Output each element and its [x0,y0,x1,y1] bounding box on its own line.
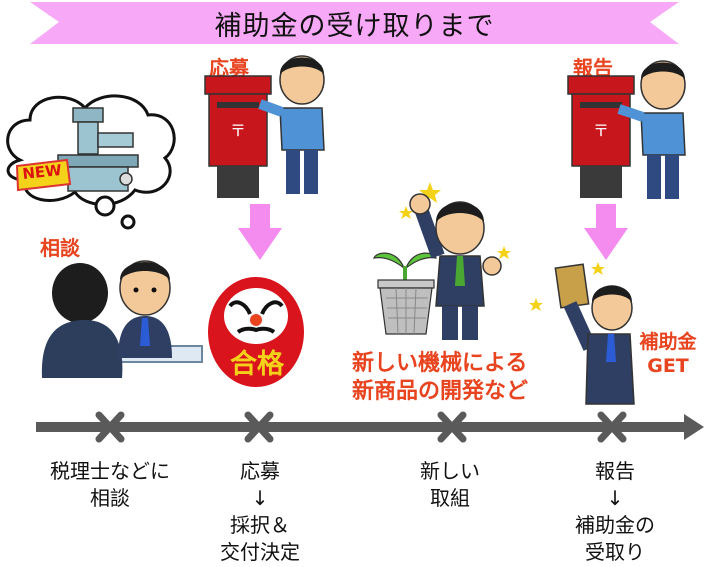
postbox-apply-icon: 〒 [204,75,272,198]
person-posting-apply-icon [258,55,325,194]
excited-businessman-icon [399,182,511,340]
machine-tool-icon [57,107,139,192]
milestone-marker-3 [437,411,467,443]
arrow-down-report-icon [584,204,628,260]
postbox-report-icon: 〒 [567,75,635,198]
consult-label: 相談 [40,236,80,260]
subsidy-get-line1: 補助金 [639,331,697,353]
person-posting-report-icon [617,60,686,199]
daruma-icon [208,277,304,387]
new-badge-icon [15,158,72,192]
consultation-people-icon [41,260,203,378]
sprout-pot-icon [373,252,437,335]
step-1-label: 税理士などに相談 [50,459,170,510]
page-title: 補助金の受け取りまで [214,11,495,42]
svg-text:〒: 〒 [230,121,246,140]
activity-caption-line2: 新商品の開発など [352,379,529,404]
svg-text:〒: 〒 [593,121,609,140]
timeline-arrow [36,414,704,440]
businessman-with-envelope-icon [529,262,635,405]
step-4-label: 報告↓補助金の受取り [575,459,655,564]
milestone-marker-4 [597,411,627,443]
subsidy-get-line2: GET [647,355,689,377]
step-3-label: 新しい取組 [420,459,480,510]
milestone-marker-1 [95,411,125,443]
activity-caption-line1: 新しい機械による [352,351,528,376]
step-2-label: 応募↓採択＆交付決定 [220,459,300,564]
milestone-marker-2 [244,411,274,443]
passed-text: 合格 [230,349,284,380]
arrow-down-apply-icon [238,204,282,260]
title-banner [30,2,679,44]
